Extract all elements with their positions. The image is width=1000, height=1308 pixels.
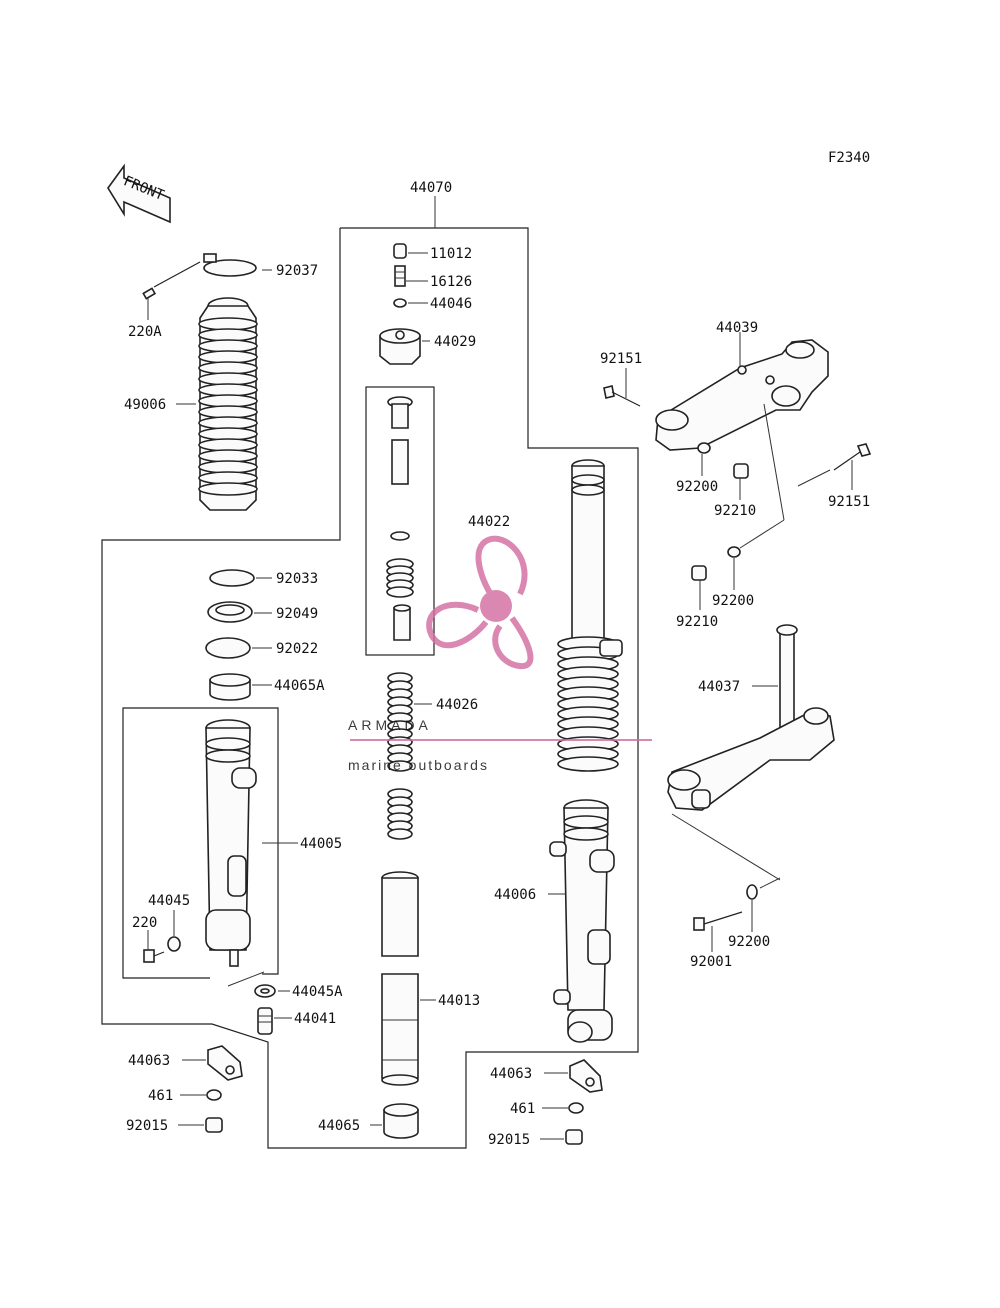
steering-stem: [667, 624, 835, 811]
label-92151-right: 92151: [828, 494, 870, 510]
label-11012: 11012: [430, 246, 472, 262]
boot-clamp: [203, 253, 257, 277]
gasket-44045: [167, 936, 181, 952]
screw-220a: [142, 261, 201, 300]
label-92200-b: 92200: [712, 593, 754, 609]
label-92033: 92033: [276, 571, 318, 587]
dust-boot: [198, 297, 258, 511]
guide-bush-a: [209, 673, 251, 701]
label-44029: 44029: [434, 334, 476, 350]
bolt-92001: [693, 911, 743, 931]
washer-92200-a: [697, 442, 711, 454]
label-92037: 92037: [276, 263, 318, 279]
axle-clamp-left: [207, 1045, 243, 1081]
air-valve: [394, 265, 406, 287]
label-44065: 44065: [318, 1118, 360, 1134]
air-valve-cap: [393, 243, 407, 259]
label-92015-left: 92015: [126, 1118, 168, 1134]
upper-bracket: [655, 339, 829, 451]
nut-92015-left: [205, 1117, 223, 1133]
fork-cap-bolt: [379, 328, 421, 365]
label-44045a: 44045A: [292, 984, 343, 1000]
guide-bush: [383, 1103, 419, 1139]
screw-220: [143, 949, 165, 963]
washer-461-right: [568, 1102, 584, 1114]
label-44070: 44070: [410, 180, 452, 196]
inner-tube: [381, 871, 419, 1086]
washer-92022: [205, 637, 251, 659]
label-92200-c: 92200: [728, 934, 770, 950]
label-44022: 44022: [468, 514, 510, 530]
label-44005: 44005: [300, 836, 342, 852]
label-461-left: 461: [148, 1088, 173, 1104]
label-44046: 44046: [430, 296, 472, 312]
label-220: 220: [132, 915, 157, 931]
label-461-right: 461: [510, 1101, 535, 1117]
cartridge-box: [365, 386, 435, 656]
outer-tube-box: [122, 707, 279, 979]
washer-92200-c: [746, 884, 758, 900]
label-44013: 44013: [438, 993, 480, 1009]
propeller-logo-icon: [426, 535, 534, 669]
fork-spring-lower: [387, 788, 413, 840]
front-arrow-icon: FRONT: [107, 163, 171, 224]
outer-tube-right: [549, 799, 615, 1043]
label-44041: 44041: [294, 1011, 336, 1027]
cartridge-rod: [387, 396, 413, 485]
label-92049: 92049: [276, 606, 318, 622]
fork-spring-upper: [387, 672, 413, 772]
axle-clamp-right: [569, 1059, 603, 1093]
bolt-92151-left: [603, 385, 641, 407]
watermark: ARMADA marine outboards: [348, 535, 652, 773]
o-ring-44046: [393, 298, 407, 308]
label-44039: 44039: [716, 320, 758, 336]
watermark-tagline: marine outboards: [348, 757, 489, 773]
label-44065a: 44065A: [274, 678, 325, 694]
label-44026: 44026: [436, 697, 478, 713]
label-44045: 44045: [148, 893, 190, 909]
label-92210-b: 92210: [676, 614, 718, 630]
label-92022: 92022: [276, 641, 318, 657]
label-92151-left: 92151: [600, 351, 642, 367]
cartridge-spring: [386, 558, 414, 598]
cartridge-washer: [390, 531, 410, 541]
outer-tube-left: [205, 719, 257, 967]
diagram-code: F2340: [828, 150, 870, 166]
oil-seal: [207, 601, 253, 623]
label-92015-right: 92015: [488, 1132, 530, 1148]
nut-92210-a: [733, 463, 749, 479]
washer-461-left: [206, 1089, 222, 1101]
label-92001: 92001: [690, 954, 732, 970]
label-44063-left: 44063: [128, 1053, 170, 1069]
label-92200-a: 92200: [676, 479, 718, 495]
washer-92200-b: [727, 546, 741, 558]
retaining-ring: [209, 569, 255, 587]
label-220a: 220A: [128, 324, 162, 340]
assembly-outline: [101, 227, 639, 1149]
label-44006: 44006: [494, 887, 536, 903]
watermark-brand: ARMADA: [348, 717, 432, 733]
fork-assembly-right: [557, 459, 623, 772]
label-44063-right: 44063: [490, 1066, 532, 1082]
cartridge-spacer: [393, 604, 411, 641]
label-49006: 49006: [124, 397, 166, 413]
label-92210-a: 92210: [714, 503, 756, 519]
bolt-44041: [257, 1007, 273, 1035]
bolt-92151-right: [833, 443, 872, 471]
gasket-44045a: [254, 984, 276, 998]
label-16126: 16126: [430, 274, 472, 290]
label-44037: 44037: [698, 679, 740, 695]
nut-92210-b: [691, 565, 707, 581]
nut-92015-right: [565, 1129, 583, 1145]
